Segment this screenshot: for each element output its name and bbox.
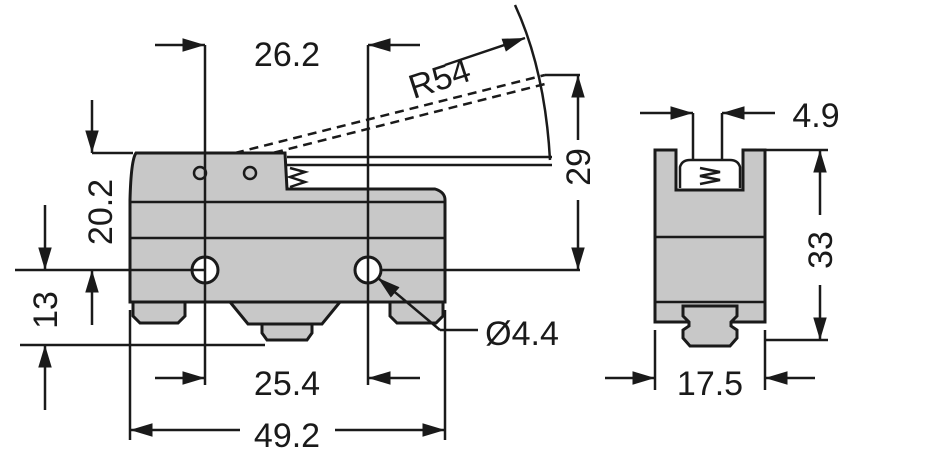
- label-17-5: 17.5: [677, 365, 743, 403]
- front-view: [128, 4, 552, 342]
- spring-icon: [699, 166, 721, 186]
- label-33: 33: [802, 231, 840, 269]
- label-29: 29: [560, 148, 598, 186]
- label-25-4: 25.4: [254, 365, 320, 403]
- terminal-common: [260, 322, 314, 342]
- label-r54: R54: [404, 51, 475, 106]
- switch-body: [128, 151, 447, 304]
- terminal-right: [388, 300, 445, 325]
- side-view: 4.9 33 17.5: [605, 97, 840, 403]
- dimension-lines: [15, 36, 585, 440]
- side-terminal: [681, 304, 739, 348]
- label-4-9: 4.9: [792, 97, 839, 135]
- spring-icon: [286, 166, 310, 189]
- label-diameter-4-4: Ø4.4: [485, 315, 559, 353]
- label-26-2: 26.2: [254, 36, 320, 74]
- lever-arc: [513, 4, 552, 161]
- label-49-2: 49.2: [254, 417, 320, 455]
- label-20-2: 20.2: [82, 179, 120, 245]
- label-13: 13: [27, 291, 65, 329]
- terminal-left: [131, 300, 187, 325]
